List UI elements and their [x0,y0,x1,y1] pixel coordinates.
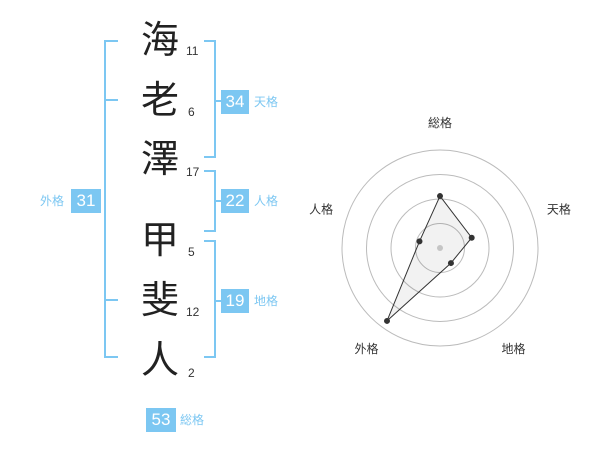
radar-point-4 [416,238,423,245]
gaikaku-tick-top [104,99,118,101]
stroke-count-5: 12 [186,305,200,319]
name-char-2: 老 [140,78,179,122]
tenkaku-connector [215,100,221,102]
radar-point-1 [468,234,475,241]
radar-point-0 [437,193,443,200]
stroke-count-1: 11 [186,44,199,58]
tenkaku-label: 天格 [254,95,279,109]
jinkaku-connector [215,200,221,202]
stroke-count-3: 17 [186,165,200,179]
radar-axis-label-3: 外格 [355,341,379,356]
gaikaku-tick-bottom [104,299,118,301]
tenkaku-bracket [204,40,216,158]
chikaku-label: 地格 [254,294,279,308]
soukaku-badge: 53 [146,408,176,432]
radar-ring-4 [341,149,539,347]
gaikaku-bracket [104,40,118,358]
stroke-count-4: 5 [188,245,195,259]
name-char-6: 人 [140,338,179,382]
name-char-4: 甲 [140,218,179,262]
radar-point-2 [447,260,454,267]
jinkaku-label: 人格 [254,194,279,208]
radar-ring-3 [366,174,514,322]
name-char-5: 斐 [140,278,179,322]
stroke-count-2: 6 [188,105,195,119]
radar-points [384,193,475,324]
name-char-3: 澤 [140,137,179,181]
radar-center-dot [437,245,443,251]
tenkaku-badge: 34 [221,90,249,114]
gaikaku-badge: 31 [71,189,101,213]
chikaku-bracket [204,240,216,358]
chikaku-badge: 19 [221,289,249,313]
chikaku-connector [215,300,221,302]
radar-rings [341,149,539,347]
radar-axis-label-4: 人格 [309,201,333,216]
gaikaku-label: 外格 [40,194,65,208]
soukaku-label: 総格 [180,413,205,427]
radar-axis-label-2: 地格 [501,341,525,356]
radar-axis-label-1: 天格 [547,201,571,216]
jinkaku-badge: 22 [221,189,249,213]
radar-polygon [386,195,473,322]
radar-point-3 [384,317,391,324]
radar-axis-label-0: 総格 [428,115,452,130]
name-char-1: 海 [140,18,179,62]
stroke-count-6: 2 [188,366,195,380]
